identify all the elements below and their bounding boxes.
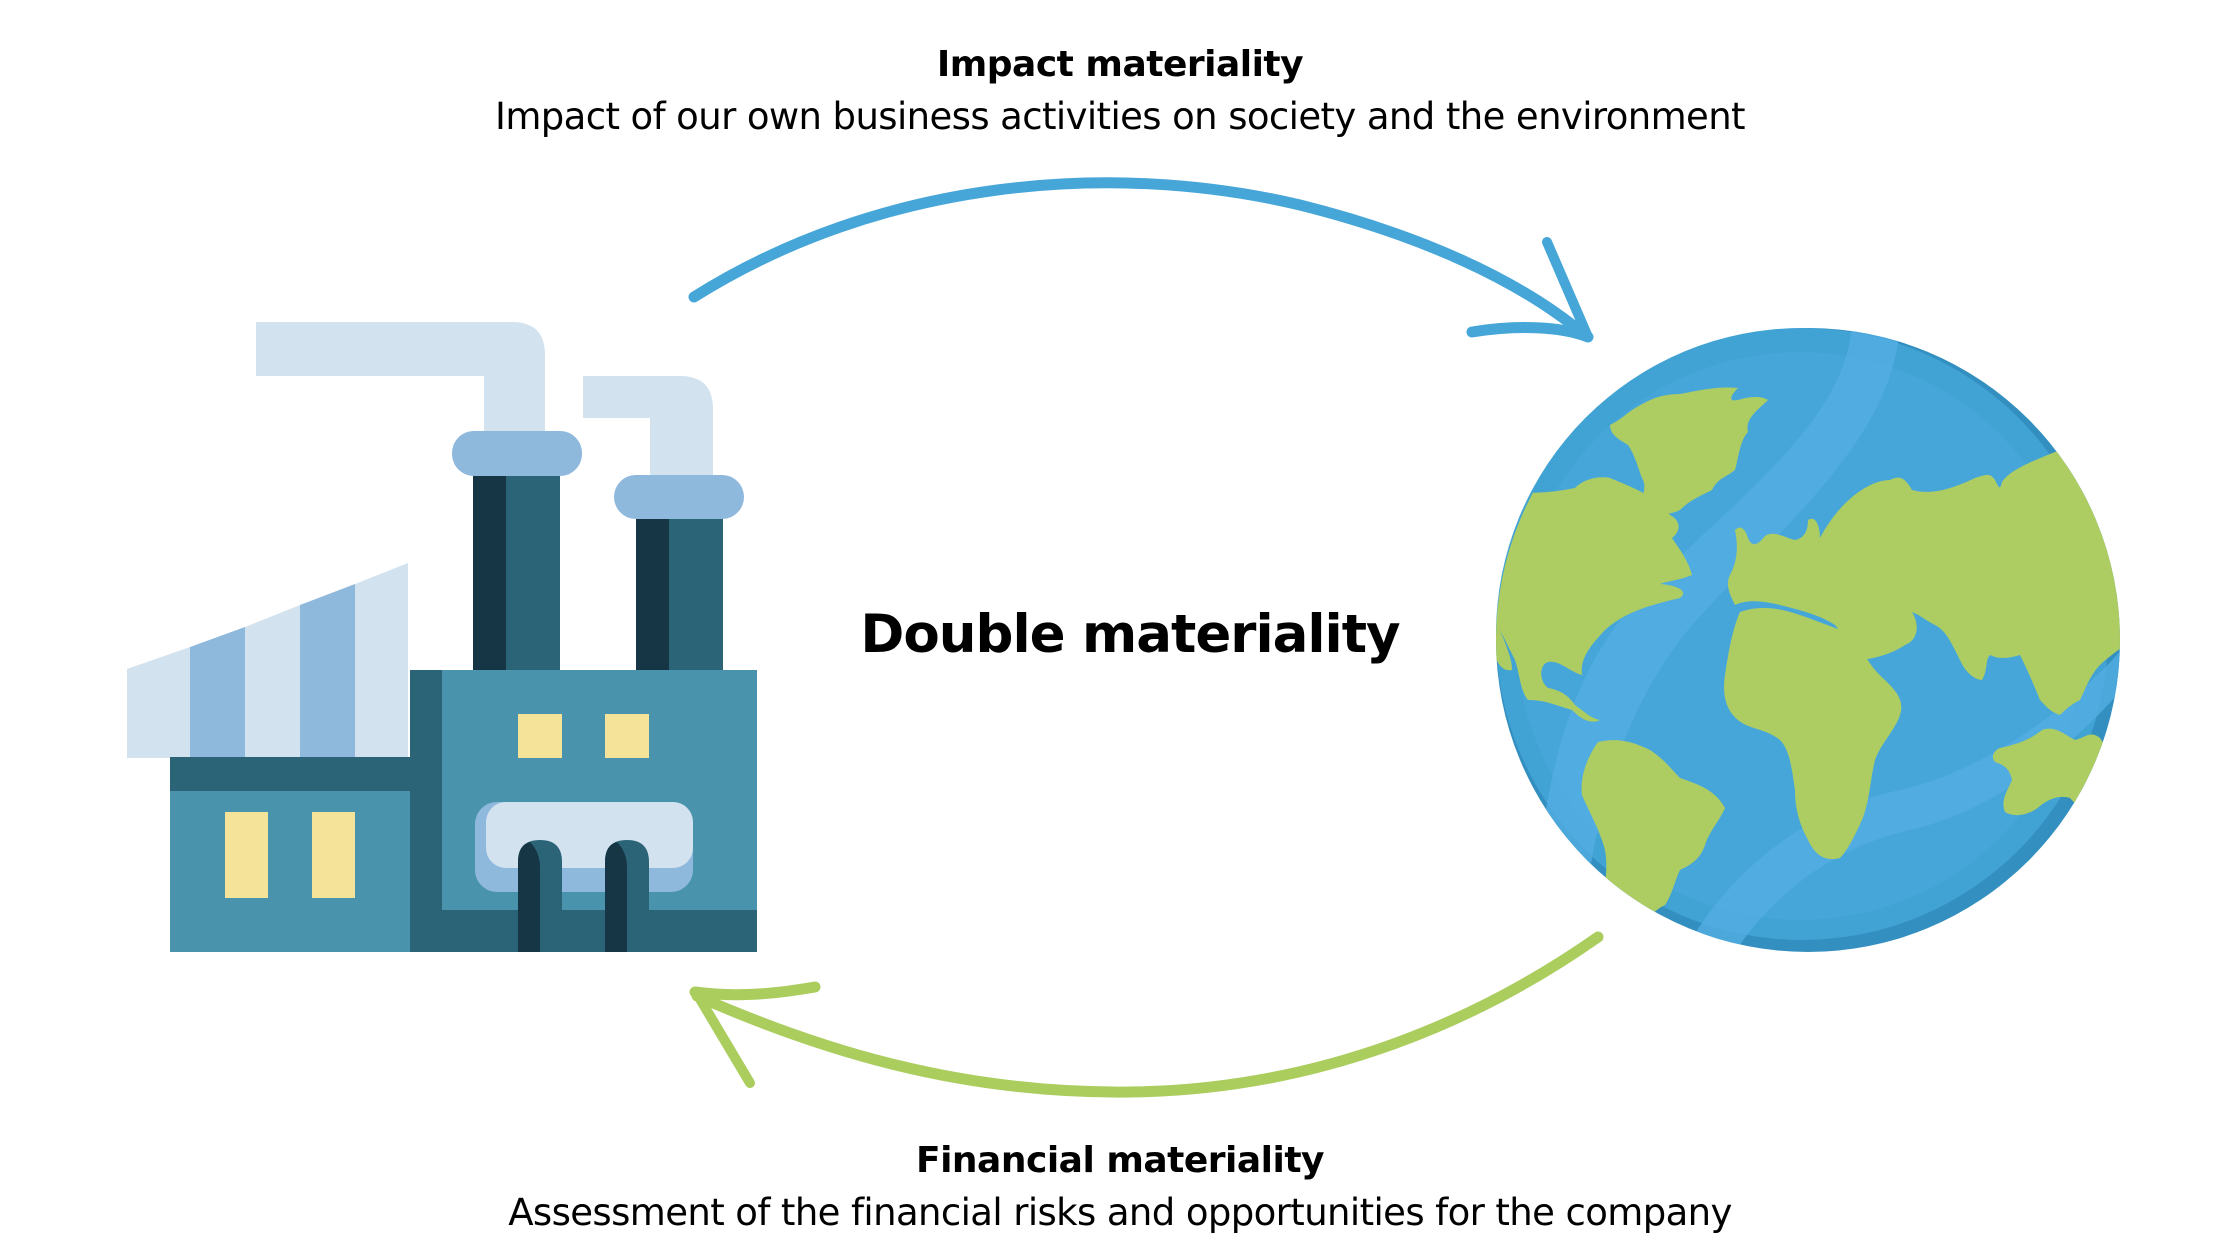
impact-materiality-label: Impact materiality Impact of our own bus… (0, 44, 2240, 138)
impact-arrow-icon (688, 177, 1594, 343)
impact-materiality-description: Impact of our own business activities on… (495, 95, 1746, 138)
globe-icon (1496, 328, 2120, 952)
diagram-title: Double materiality (860, 604, 1400, 665)
financial-materiality-label: Financial materiality Assessment of the … (0, 1140, 2240, 1234)
financial-materiality-heading: Financial materiality (916, 1140, 1325, 1181)
factory-icon (127, 322, 757, 952)
impact-materiality-heading: Impact materiality (936, 44, 1304, 85)
financial-arrow-icon (689, 931, 1604, 1098)
financial-materiality-description: Assessment of the financial risks and op… (508, 1191, 1732, 1234)
